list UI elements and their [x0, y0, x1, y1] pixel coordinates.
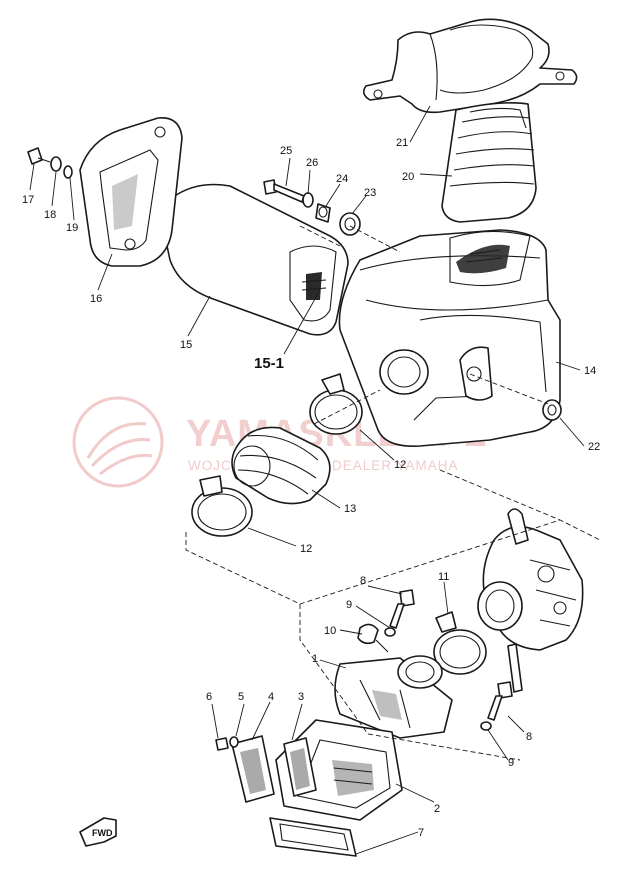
hose-clamp-part-12-lower	[191, 475, 253, 537]
callout-1: 1	[312, 653, 318, 665]
callout-8-lower: 8	[526, 731, 532, 743]
intake-manifold-part-1	[334, 655, 453, 739]
callout-16: 16	[90, 293, 102, 305]
callout-20: 20	[402, 171, 414, 183]
callout-3: 3	[298, 691, 304, 703]
reed-stopper-part-3	[283, 737, 317, 797]
collar-part-24	[315, 203, 331, 223]
callout-12-upper: 12	[394, 459, 406, 471]
grommet-part-22	[542, 399, 562, 421]
callout-9-lower: 9	[508, 757, 514, 769]
washer-part-18	[50, 156, 62, 172]
callout-23: 23	[364, 187, 376, 199]
callout-24: 24	[336, 173, 348, 185]
carburetor-assembly	[477, 508, 584, 693]
watermark-logo	[72, 396, 164, 488]
washer-part-9-lower	[480, 721, 492, 731]
callout-12-lower: 12	[300, 543, 312, 555]
callout-25: 25	[280, 145, 292, 157]
bolt-part-8-lower	[487, 681, 513, 721]
callout-11: 11	[438, 571, 449, 583]
fwd-direction-marker: FWD	[79, 817, 117, 847]
air-filter-element-part-15	[161, 183, 349, 336]
callout-14: 14	[584, 365, 596, 377]
intake-boot-part-20	[441, 102, 537, 223]
hose-clamp-part-12-upper	[309, 373, 363, 435]
intake-cover-part-21	[362, 18, 578, 114]
callout-2: 2	[434, 803, 440, 815]
callout-10: 10	[324, 625, 336, 637]
assembly-guide-lines	[185, 225, 601, 761]
fwd-label: FWD	[92, 828, 113, 838]
callout-26: 26	[306, 157, 318, 169]
leader-lines	[29, 105, 585, 855]
part-callouts: 17 18 19 16 15 15-1 25 26 24 23 21 20 14…	[22, 137, 600, 839]
callout-8-upper: 8	[360, 575, 366, 587]
washer-part-9-upper	[384, 627, 396, 637]
callout-17: 17	[22, 194, 34, 206]
hose-clamp-part-11	[433, 611, 487, 675]
callout-9-upper: 9	[346, 599, 352, 611]
callout-13: 13	[344, 503, 356, 515]
callout-6: 6	[206, 691, 212, 703]
callout-15-1: 15-1	[254, 355, 284, 372]
bolt-part-8-upper	[389, 589, 415, 629]
screw-part-6	[215, 737, 229, 751]
clip-part-10	[357, 623, 389, 653]
filter-frame-part-16	[79, 117, 183, 267]
callout-4: 4	[268, 691, 274, 703]
bolt-part-25	[263, 179, 305, 203]
grommet-part-23	[339, 212, 361, 236]
callout-18: 18	[44, 209, 56, 221]
callout-19: 19	[66, 222, 78, 234]
callout-22: 22	[588, 441, 600, 453]
reed-part-4	[231, 735, 275, 803]
intake-joint-part-13	[231, 426, 331, 505]
washer-part-26	[302, 192, 314, 208]
callout-21: 21	[396, 137, 408, 149]
callout-15: 15	[180, 339, 192, 351]
screw-part-5	[229, 736, 239, 748]
gasket-part-7	[269, 817, 357, 857]
air-cleaner-case-part-14	[338, 229, 561, 447]
callout-7: 7	[418, 827, 424, 839]
washer-part-19	[63, 165, 73, 179]
callout-5: 5	[238, 691, 244, 703]
screw-part-17	[27, 147, 51, 165]
